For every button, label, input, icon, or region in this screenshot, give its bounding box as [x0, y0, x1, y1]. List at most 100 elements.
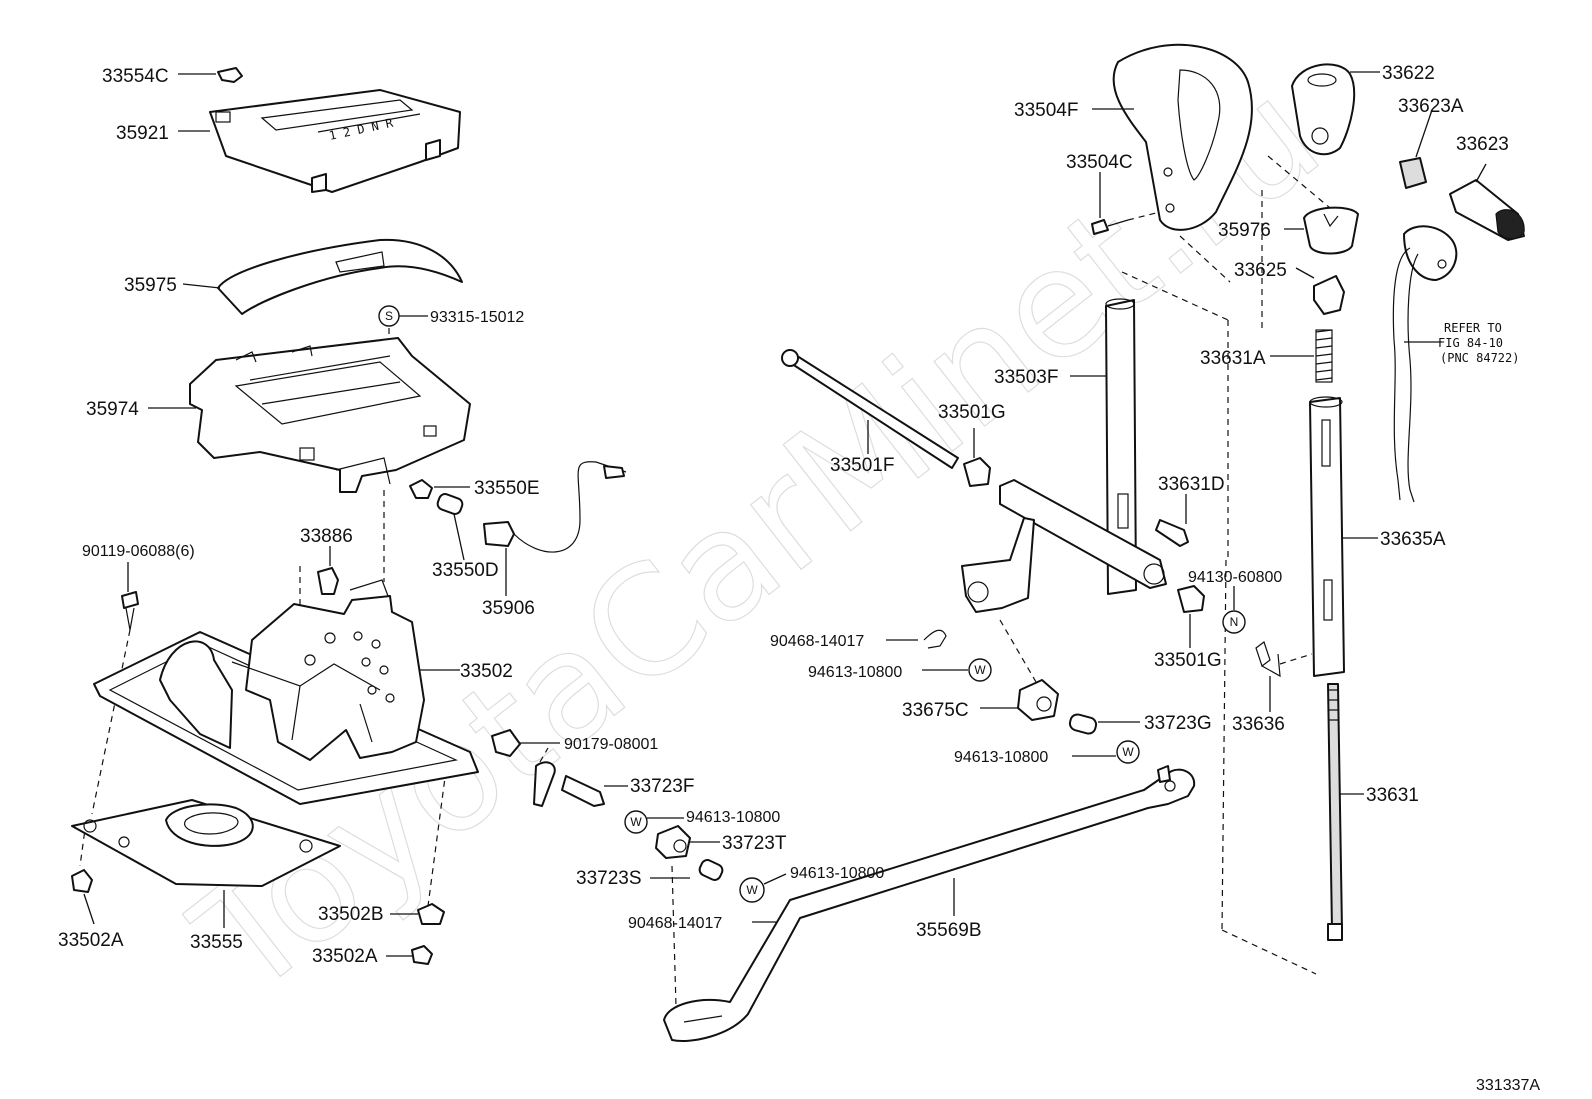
part-33675C: [980, 679, 1059, 721]
label-33635A: 33635A: [1380, 529, 1446, 550]
label-33723S: 33723S: [576, 868, 642, 889]
part-33501G-bottom: [1177, 585, 1205, 648]
label-33504C: 33504C: [1066, 152, 1133, 173]
part-33723G: [1068, 713, 1140, 735]
reference-note: REFER TO FIG 84-10 (PNC 84722): [1438, 321, 1519, 365]
part-33635A: [1309, 396, 1378, 677]
part-33502: [93, 579, 479, 805]
label-33631A: 33631A: [1200, 348, 1266, 369]
label-33550E: 33550E: [474, 478, 540, 499]
label-33723T: 33723T: [722, 833, 787, 854]
svg-text:W: W: [1122, 745, 1134, 759]
part-33636: [1255, 641, 1313, 712]
part-33625: [1295, 267, 1345, 315]
label-33623: 33623: [1456, 134, 1509, 155]
part-33502A-left: [71, 869, 95, 925]
label-94613-10800-b: 94613-10800: [790, 865, 884, 882]
part-33623: [1449, 163, 1525, 241]
part-90468-14017-a: [886, 629, 947, 649]
part-33503F: [1070, 298, 1137, 595]
label-33501F: 33501F: [830, 455, 894, 476]
label-90119-06088: 90119-06088(6): [82, 543, 195, 560]
label-35974: 35974: [86, 399, 139, 420]
label-33675C: 33675C: [902, 700, 969, 721]
label-94613-10800-c: 94613-10800: [808, 664, 902, 681]
part-33501F: [781, 349, 959, 469]
part-35974: [148, 337, 471, 493]
label-93315-15012: 93315-15012: [430, 309, 524, 326]
svg-text:N: N: [1230, 615, 1239, 629]
svg-text:(PNC 84722): (PNC 84722): [1440, 351, 1519, 365]
label-94613-10800-d: 94613-10800: [954, 749, 1048, 766]
part-33502B: [390, 903, 445, 925]
marker-s-93315: S: [378, 305, 428, 352]
label-90468-14017-a: 90468-14017: [770, 633, 864, 650]
label-33503F: 33503F: [994, 367, 1058, 388]
part-33723T: [655, 825, 720, 859]
label-35921: 35921: [116, 123, 169, 144]
part-33723F: [561, 775, 628, 807]
part-33504F: [1092, 43, 1253, 231]
marker-w-94613-c: W: [922, 658, 992, 682]
part-35976: [1284, 206, 1359, 255]
label-90468-14017-b: 90468-14017: [628, 915, 722, 932]
label-33501G-bottom: 33501G: [1154, 650, 1222, 671]
part-35569B: [663, 765, 1196, 1042]
label-33501G-top: 33501G: [938, 402, 1006, 423]
labels: 33554C 35921 35975 93315-15012 35974 335…: [58, 63, 1540, 1094]
svg-text:W: W: [630, 815, 642, 829]
label-33622: 33622: [1382, 63, 1435, 84]
label-33631: 33631: [1366, 785, 1419, 806]
label-33623A: 33623A: [1398, 96, 1464, 117]
part-33555: [71, 799, 341, 928]
part-33631: [1327, 683, 1364, 941]
label-33555: 33555: [190, 932, 243, 953]
wire-harness: [1392, 225, 1458, 503]
svg-text:FIG 84-10: FIG 84-10: [1438, 336, 1503, 350]
label-33886: 33886: [300, 526, 353, 547]
label-35569B: 35569B: [916, 920, 982, 941]
label-94613-10800-a: 94613-10800: [686, 809, 780, 826]
label-94130-60800: 94130-60800: [1188, 569, 1282, 586]
label-33723G: 33723G: [1144, 713, 1212, 734]
part-35906: [483, 461, 627, 596]
marker-n-94130: N: [1222, 586, 1246, 634]
label-33723F: 33723F: [630, 776, 694, 797]
part-33631D: [1155, 494, 1189, 547]
marker-w-94613-a: W: [624, 810, 684, 834]
marker-w-94613-d: W: [1072, 740, 1140, 764]
part-33550D: [436, 493, 465, 561]
part-90179-08001: [491, 729, 560, 757]
label-33550D: 33550D: [432, 560, 499, 581]
pivot-arm: [961, 479, 1167, 613]
part-33631A: [1270, 329, 1333, 383]
label-35976: 35976: [1218, 220, 1271, 241]
label-33625: 33625: [1234, 260, 1287, 281]
label-35906: 35906: [482, 598, 535, 619]
link-arm: [533, 747, 556, 807]
part-33502A-right: [386, 945, 433, 965]
part-35921: 1 2 D N R: [178, 89, 461, 193]
part-90119-06088: [121, 562, 139, 631]
label-33502: 33502: [460, 661, 513, 682]
label-33636: 33636: [1232, 714, 1285, 735]
figure-code: 331337A: [1476, 1077, 1540, 1094]
label-35975: 35975: [124, 275, 177, 296]
label-33554C: 33554C: [102, 66, 169, 87]
label-33502A-right: 33502A: [312, 946, 378, 967]
label-33502A-left: 33502A: [58, 930, 124, 951]
label-90179-08001: 90179-08001: [564, 736, 658, 753]
part-33550E: [409, 479, 470, 499]
svg-text:S: S: [385, 309, 393, 323]
label-33631D: 33631D: [1158, 474, 1225, 495]
part-33622: [1291, 63, 1380, 156]
part-33504C: [1091, 172, 1161, 235]
part-33723S: [650, 859, 724, 881]
svg-text:W: W: [974, 663, 986, 677]
svg-text:REFER TO: REFER TO: [1444, 321, 1502, 335]
part-33623A: [1399, 109, 1433, 189]
part-33554C: [178, 67, 243, 83]
label-33502B: 33502B: [318, 904, 384, 925]
part-33501G-top: [963, 428, 991, 487]
